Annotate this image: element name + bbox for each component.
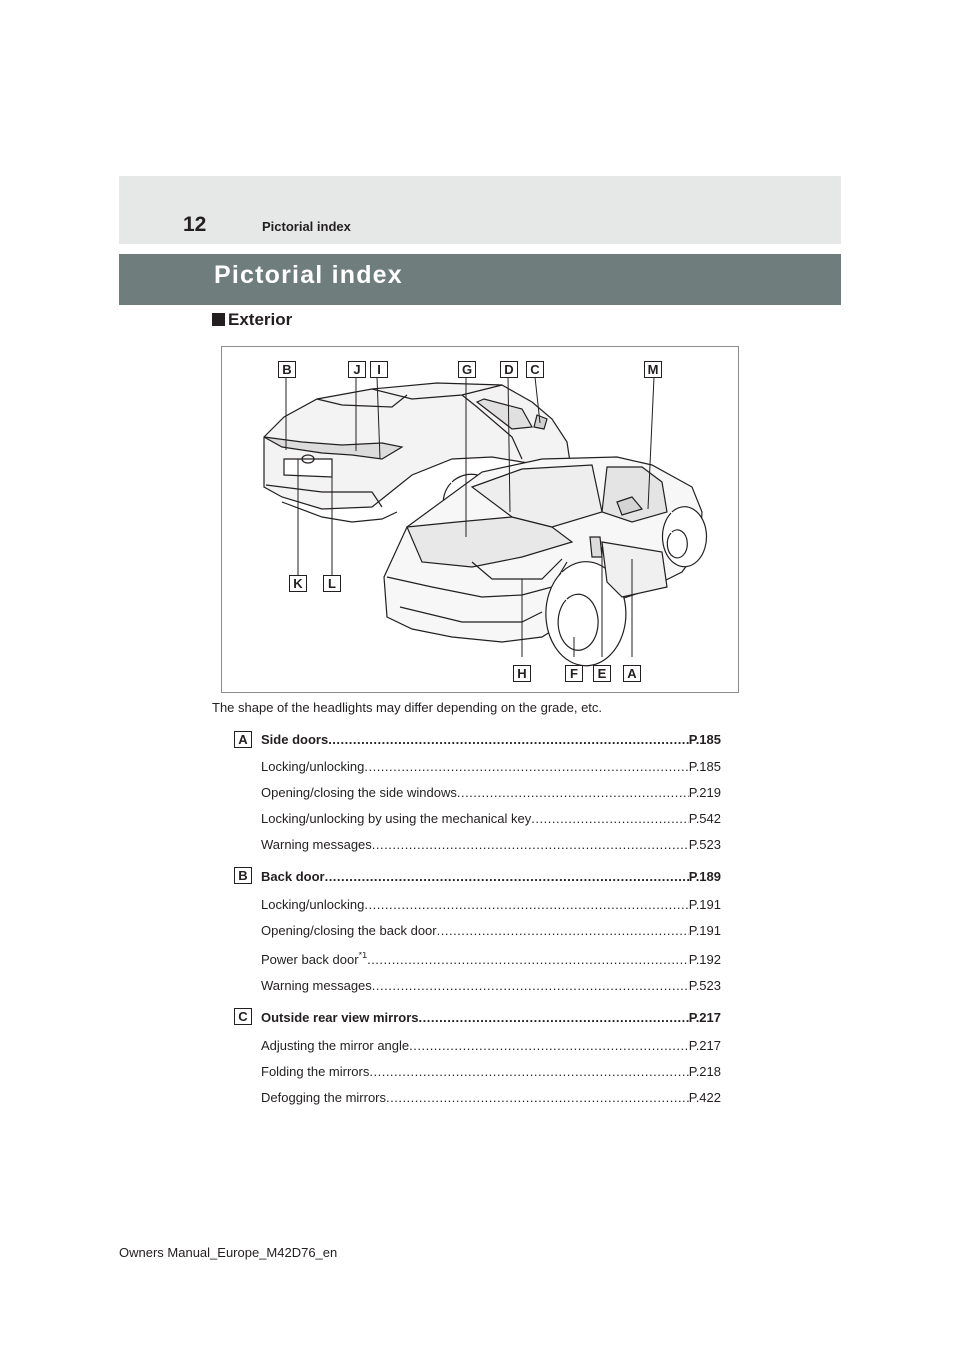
index-subentry[interactable]: Locking/unlocking by using the mechanica… bbox=[261, 811, 721, 827]
callout-j: J bbox=[348, 361, 366, 378]
page-footer: Owners Manual_Europe_M42D76_en bbox=[119, 1245, 338, 1260]
figure-caption: The shape of the headlights may differ d… bbox=[212, 700, 603, 715]
callout-c: C bbox=[526, 361, 544, 378]
page-title: Pictorial index bbox=[214, 261, 403, 289]
index-subentry[interactable]: Opening/closing the back doorP.191 bbox=[261, 923, 721, 939]
callout-l: L bbox=[323, 575, 341, 592]
vehicle-exterior-figure: B J I G D C M K L H F E A bbox=[221, 346, 739, 693]
running-head: Pictorial index bbox=[262, 219, 351, 234]
callout-d: D bbox=[500, 361, 518, 378]
index-subentry[interactable]: Locking/unlockingP.191 bbox=[261, 897, 721, 913]
index-subentry[interactable]: Defogging the mirrorsP.422 bbox=[261, 1090, 721, 1106]
index-subentry[interactable]: Power back door*1P.192 bbox=[261, 952, 721, 968]
section-heading-text: Exterior bbox=[228, 310, 293, 329]
section-heading: Exterior bbox=[212, 310, 292, 330]
header-band bbox=[119, 176, 841, 244]
index-subentry[interactable]: Warning messagesP.523 bbox=[261, 837, 721, 853]
group-letter-a: A bbox=[234, 731, 252, 748]
callout-g: G bbox=[458, 361, 476, 378]
index-subentry[interactable]: Opening/closing the side windowsP.219 bbox=[261, 785, 721, 801]
index-entry-back-door[interactable]: Back doorP.189 bbox=[261, 869, 721, 885]
callout-a: A bbox=[623, 665, 641, 682]
square-bullet-icon bbox=[212, 313, 225, 326]
group-letter-b: B bbox=[234, 867, 252, 884]
vehicle-illustration bbox=[263, 376, 708, 667]
callout-b: B bbox=[278, 361, 296, 378]
callout-h: H bbox=[513, 665, 531, 682]
index-subentry[interactable]: Warning messagesP.523 bbox=[261, 978, 721, 994]
title-band bbox=[119, 254, 841, 305]
footnote-marker: *1 bbox=[358, 952, 368, 960]
callout-m: M bbox=[644, 361, 662, 378]
index-subentry[interactable]: Adjusting the mirror angleP.217 bbox=[261, 1038, 721, 1054]
index-subentry[interactable]: Folding the mirrorsP.218 bbox=[261, 1064, 721, 1080]
group-letter-c: C bbox=[234, 1008, 252, 1025]
leader-lines bbox=[285, 376, 655, 657]
callout-f: F bbox=[565, 665, 583, 682]
index-subentry[interactable]: Locking/unlockingP.185 bbox=[261, 759, 721, 775]
callout-k: K bbox=[289, 575, 307, 592]
callout-e: E bbox=[593, 665, 611, 682]
index-entry-mirrors[interactable]: Outside rear view mirrorsP.217 bbox=[261, 1010, 721, 1026]
index-entry-side-doors[interactable]: Side doorsP.185 bbox=[261, 732, 721, 748]
callout-i: I bbox=[370, 361, 388, 378]
page-number: 12 bbox=[183, 213, 207, 236]
front-vehicle-drawing bbox=[383, 456, 708, 667]
